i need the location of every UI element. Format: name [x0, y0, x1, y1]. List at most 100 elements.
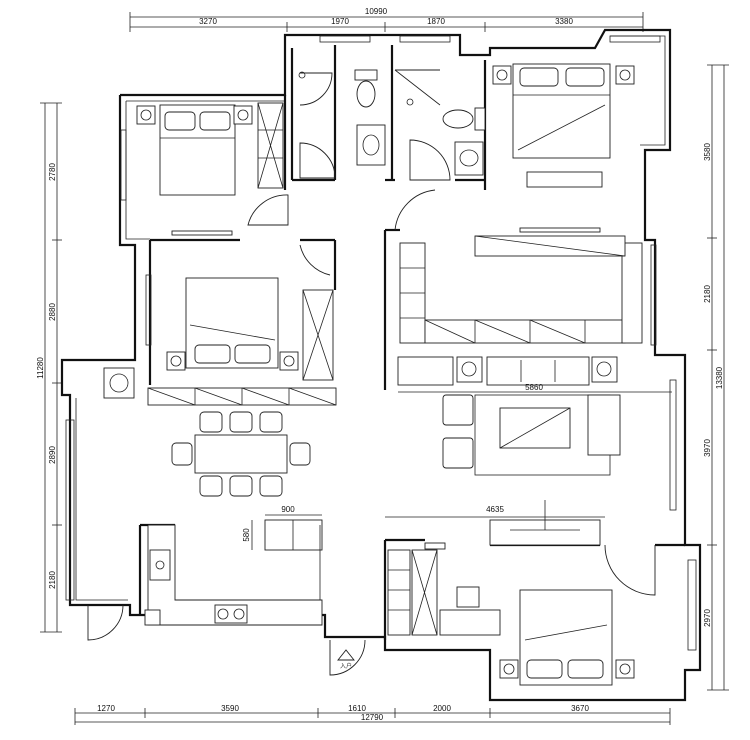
sofa: [587, 394, 621, 456]
nightstand: [279, 351, 299, 371]
lamp-icon: [461, 361, 477, 377]
lamp-icon: [619, 69, 631, 81]
shower-icon: [406, 98, 414, 106]
lamp-icon: [503, 663, 515, 675]
washing-machine-icon: [109, 373, 129, 393]
left-dim-1: 2780: [48, 163, 57, 181]
left-dim-2: 2880: [48, 303, 57, 321]
bottom-total-dim: 12790: [361, 713, 384, 722]
bedroom-door[interactable]: [604, 544, 656, 596]
bedroom-door[interactable]: [394, 189, 436, 231]
entrance-arrow-icon: [337, 649, 355, 661]
top-dim-1: 3270: [199, 17, 217, 26]
right-dim-4: 2970: [703, 609, 712, 627]
nightstand: [615, 65, 635, 85]
bedroom-top-left: [136, 102, 289, 236]
toilet-tank: [474, 107, 486, 131]
bedroom-bottom-right: 4635: [385, 500, 656, 686]
right-total-dim: 13380: [715, 366, 724, 389]
left-dimension-chain: 11280 2780 2880 2890 2180: [36, 102, 62, 633]
bottom-dim-1: 1270: [97, 704, 115, 713]
right-dimension-chain: 3580 2180 3970 2970 13380: [703, 64, 729, 691]
sink-icon: [459, 149, 479, 167]
armchair: [442, 394, 474, 426]
counter-depth-dim: 580: [242, 528, 251, 542]
living-width-dim: 5860: [525, 383, 543, 392]
lamp-icon: [237, 109, 249, 121]
dining-area: [171, 411, 311, 497]
chair: [171, 442, 193, 466]
bathroom-door[interactable]: [299, 142, 336, 179]
tv-stand: [171, 230, 233, 236]
pillow: [565, 67, 605, 87]
counter-width-dim: 900: [281, 505, 295, 514]
desk: [439, 609, 501, 636]
burner-icon: [233, 608, 245, 620]
nightstand: [166, 351, 186, 371]
island-counter: [264, 519, 323, 551]
bedroom-middle: [166, 244, 334, 381]
pillow: [199, 111, 231, 131]
shelf: [424, 542, 446, 550]
burner-icon: [217, 608, 229, 620]
desk-chair: [456, 586, 480, 608]
lamp-icon: [140, 109, 152, 121]
bedroom-door[interactable]: [299, 244, 331, 276]
nightstand: [615, 659, 635, 679]
sink-icon: [362, 134, 380, 156]
top-dim-2: 1970: [331, 17, 349, 26]
right-dim-1: 3580: [703, 143, 712, 161]
tv-stand: [526, 171, 603, 188]
sink-icon: [155, 560, 165, 570]
laundry-area: [103, 367, 135, 399]
windows: [65, 35, 697, 651]
bottom-dim-4: 2000: [433, 704, 451, 713]
bathroom-right: [394, 69, 486, 181]
right-dim-3: 3970: [703, 439, 712, 457]
chair: [259, 475, 283, 497]
chair: [259, 411, 283, 433]
left-dim-3: 2890: [48, 446, 57, 464]
pillow: [234, 344, 271, 364]
nightstand: [233, 105, 253, 125]
top-dimension-chain: 10990 3270 1970 1870 3380: [129, 7, 644, 32]
chair: [199, 475, 223, 497]
fridge: [144, 609, 161, 626]
closet-run: [399, 235, 643, 344]
wardrobe: [387, 549, 411, 636]
sofa: [486, 356, 590, 386]
shower-icon: [298, 71, 306, 79]
sideboard: [397, 356, 454, 386]
balcony-door[interactable]: [87, 604, 124, 641]
vanity: [356, 124, 386, 166]
wardrobe: [424, 319, 626, 344]
kitchen: 900 580: [144, 505, 323, 626]
living-room: 5860: [397, 356, 672, 476]
armchair: [442, 437, 474, 469]
interior-walls: [138, 45, 685, 640]
bathroom-door[interactable]: [409, 139, 451, 181]
pillow: [164, 111, 196, 131]
left-dim-4: 2180: [48, 571, 57, 589]
bottom-dim-2: 3590: [221, 704, 239, 713]
lamp-icon: [283, 355, 295, 367]
side-table: [456, 356, 483, 383]
entrance-door[interactable]: [329, 639, 366, 676]
storage-cabinets: [147, 387, 337, 406]
cooktop: [214, 604, 248, 624]
bottom-dim-5: 3670: [571, 704, 589, 713]
chair: [199, 411, 223, 433]
shower-door[interactable]: [299, 72, 333, 106]
pillow: [194, 344, 231, 364]
toilet: [442, 109, 474, 129]
chair: [229, 411, 253, 433]
bedroom-door[interactable]: [247, 194, 289, 226]
pillow: [519, 67, 559, 87]
wardrobe: [621, 242, 643, 344]
toilet-tank: [354, 69, 378, 81]
pillow: [526, 659, 563, 679]
top-total-dim: 10990: [365, 7, 388, 16]
toilet: [356, 80, 376, 108]
vanity: [454, 141, 484, 176]
